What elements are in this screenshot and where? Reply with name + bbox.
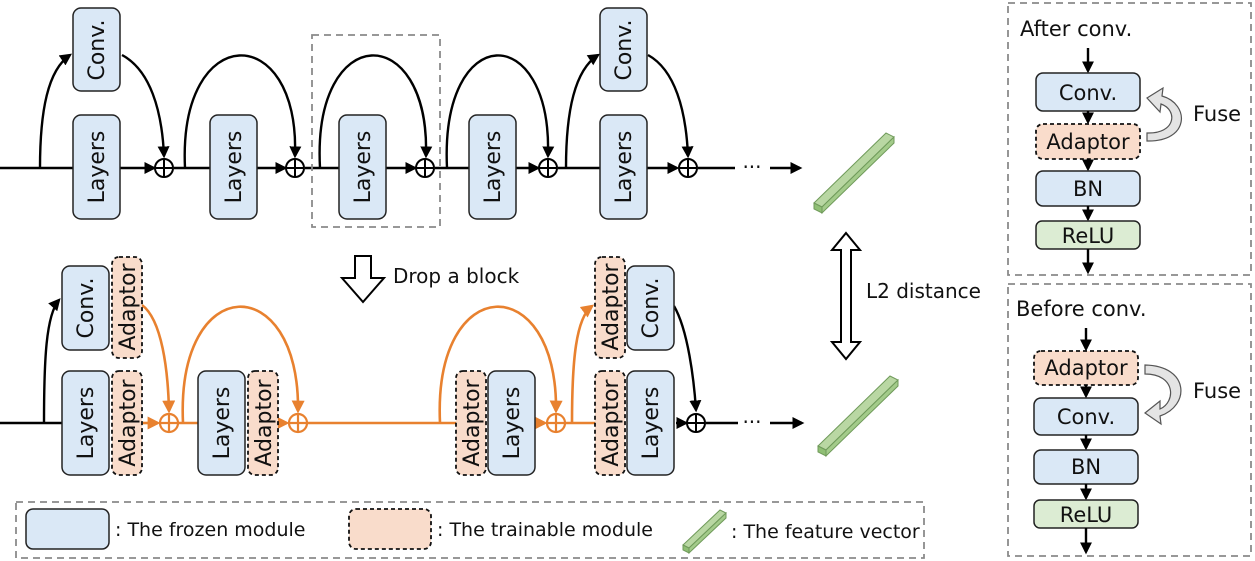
after-conv-frame: [1007, 2, 1252, 276]
top-sum-node-3: [415, 158, 435, 178]
bottom-layers-2-adaptor-label: Adaptor: [252, 378, 277, 466]
after-conv-box-label: Conv.: [1059, 81, 1117, 105]
top-conv-5-label: Conv.: [612, 19, 637, 80]
feature-vector-bottom: [817, 375, 899, 458]
before-adaptor-box-label: Adaptor: [1044, 356, 1128, 380]
top-sum-node-5: [678, 158, 698, 178]
top-layers-4: [468, 114, 517, 220]
top-conv-1-label: Conv.: [85, 19, 110, 80]
legend-frozen-swatch: [25, 508, 110, 550]
bottom-sum-node-1: [158, 412, 180, 434]
bottom-layers-5: [626, 370, 675, 476]
legend-feature-label: : The feature vector: [731, 521, 920, 543]
bottom-layers-4-adaptor: [455, 370, 487, 476]
bottom-layers-4-label: Layers: [500, 387, 525, 460]
bottom-conv-5-adaptor-label: Adaptor: [599, 262, 624, 350]
top-sum-node-1: [154, 158, 174, 178]
top-layers-2-label: Layers: [222, 131, 247, 204]
before-conv-box-label: Conv.: [1057, 405, 1115, 429]
after-conv-title: After conv.: [1020, 17, 1132, 41]
bottom-layers-4-adaptor-label: Adaptor: [460, 378, 485, 466]
dropped-block-frame: [311, 34, 441, 228]
feature-vector-top: [813, 132, 895, 215]
bottom-layers-5-adaptor-label: Adaptor: [599, 378, 624, 466]
bottom-sum-node-4: [545, 412, 567, 434]
top-layers-1-label: Layers: [85, 131, 110, 204]
bottom-layers-4: [487, 370, 536, 476]
drop-block-label: Drop a block: [393, 264, 520, 288]
top-conv-1: [72, 7, 121, 92]
legend-trainable-swatch: [348, 508, 432, 550]
top-layers-3-label: Layers: [351, 131, 376, 204]
bottom-layers-5-label: Layers: [639, 387, 664, 460]
top-network: Conv. Layers Layers Layers Layers Conv. …: [0, 7, 803, 228]
bottom-layers-5-adaptor: [594, 370, 626, 476]
top-layers-5: [599, 114, 648, 220]
bottom-layers-1-adaptor: [111, 370, 143, 476]
bottom-layers-1-adaptor-label: Adaptor: [116, 378, 141, 466]
legend-frozen-label: : The frozen module: [115, 519, 305, 541]
top-layers-4-label: Layers: [481, 131, 506, 204]
bottom-conv-1-adaptor: [111, 256, 143, 359]
top-conv-5: [599, 7, 648, 92]
fuse-curved-arrow-icon: [1143, 364, 1182, 426]
bottom-sum-node-5: [686, 413, 706, 433]
after-conv-panel: After conv. Conv. Adaptor BN ReLU Fuse: [1007, 2, 1252, 276]
after-adaptor-box-label: Adaptor: [1046, 130, 1130, 154]
bottom-layers-2: [197, 370, 246, 476]
top-layers-2: [209, 114, 258, 220]
top-layers-5-label: Layers: [612, 131, 637, 204]
bottom-network: Conv. Adaptor Layers Adaptor Layers Adap…: [0, 256, 805, 476]
bottom-conv-5: [626, 265, 675, 351]
bottom-conv-1-label: Conv.: [74, 277, 99, 338]
bottom-layers-1-label: Layers: [74, 387, 99, 460]
top-layers-1: [72, 114, 121, 220]
drop-arrow-icon: [339, 255, 387, 304]
bottom-conv-5-label: Conv.: [639, 277, 664, 338]
after-relu-box-label: ReLU: [1062, 224, 1115, 248]
before-conv-frame: [1007, 283, 1252, 557]
top-ellipsis: ···: [742, 155, 761, 179]
before-bn-box-label: BN: [1071, 455, 1101, 479]
after-fuse-label: Fuse: [1193, 102, 1241, 126]
fuse-curved-arrow-icon: [1146, 86, 1183, 142]
before-fuse-label: Fuse: [1193, 379, 1241, 403]
legend: : The frozen module : The trainable modu…: [15, 501, 925, 559]
bottom-layers-2-adaptor: [247, 370, 279, 476]
l2-distance-label: L2 distance: [866, 279, 981, 303]
l2-distance-annotation: L2 distance: [829, 231, 981, 361]
bottom-conv-5-adaptor: [594, 256, 626, 359]
legend-frame: [15, 501, 925, 559]
before-relu-box-label: ReLU: [1060, 503, 1113, 527]
top-sum-node-4: [538, 158, 558, 178]
bottom-sum-node-2: [287, 412, 309, 434]
bottom-layers-2-label: Layers: [210, 387, 235, 460]
before-conv-title: Before conv.: [1016, 297, 1147, 321]
legend-trainable-label: : The trainable module: [437, 519, 653, 541]
top-layers-3: [338, 114, 387, 220]
bottom-conv-1: [61, 265, 110, 351]
legend-feature-swatch: [682, 509, 727, 555]
top-sum-node-2: [285, 158, 305, 178]
bottom-ellipsis: ···: [742, 410, 761, 434]
before-conv-panel: Before conv. Adaptor Conv. BN ReLU Fuse: [1007, 283, 1252, 557]
drop-block-annotation: Drop a block: [339, 255, 520, 304]
bottom-conv-1-adaptor-label: Adaptor: [116, 262, 141, 350]
bottom-layers-1: [61, 370, 110, 476]
double-arrow-icon: [829, 231, 863, 361]
after-bn-box-label: BN: [1073, 177, 1103, 201]
